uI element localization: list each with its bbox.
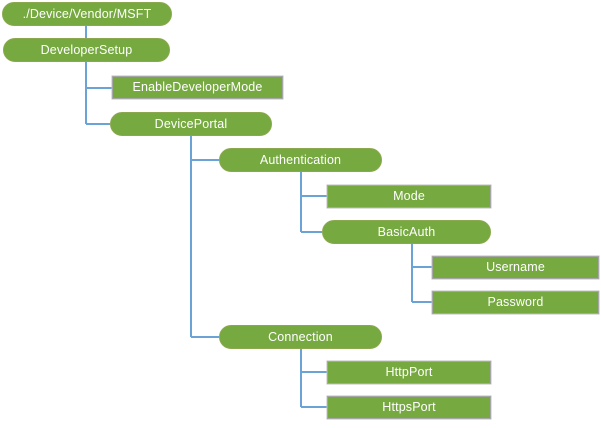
tree-node-httpport[interactable]: HttpPort	[327, 361, 491, 384]
tree-node-label: Username	[486, 260, 545, 275]
tree-node-connection[interactable]: Connection	[219, 325, 382, 349]
tree-node-label: HttpPort	[385, 365, 433, 380]
tree-node-enabledevelopermode[interactable]: EnableDeveloperMode	[112, 76, 283, 99]
tree-node-label: EnableDeveloperMode	[132, 80, 263, 95]
tree-node-password[interactable]: Password	[432, 291, 599, 314]
tree-node-label: DeveloperSetup	[40, 42, 133, 57]
tree-node-label: Password	[487, 295, 544, 310]
tree-node-root[interactable]: ./Device/Vendor/MSFT	[2, 2, 172, 26]
connector-developersetup-to-deviceportal	[85, 62, 110, 125]
tree-node-label: DevicePortal	[154, 116, 228, 131]
tree-node-authentication[interactable]: Authentication	[219, 148, 382, 172]
tree-node-label: Connection	[268, 329, 333, 344]
connector-deviceportal-to-connection	[190, 136, 219, 338]
tree-node-label: BasicAuth	[377, 224, 436, 239]
tree-node-basicauth[interactable]: BasicAuth	[322, 220, 491, 244]
tree-node-deviceportal[interactable]: DevicePortal	[110, 112, 272, 136]
tree-node-httpsport[interactable]: HttpsPort	[327, 396, 491, 419]
tree-node-label: HttpsPort	[382, 400, 436, 415]
tree-node-label: Mode	[393, 189, 425, 204]
tree-node-username[interactable]: Username	[432, 256, 599, 279]
tree-node-label: ./Device/Vendor/MSFT	[22, 6, 152, 21]
tree-node-developersetup[interactable]: DeveloperSetup	[3, 38, 170, 62]
connector-connection-to-httpsport	[300, 349, 327, 408]
connector-basicauth-to-password	[411, 244, 432, 303]
tree-node-mode[interactable]: Mode	[327, 185, 491, 208]
connector-authentication-to-basicauth	[300, 172, 322, 233]
tree-node-label: Authentication	[259, 152, 342, 167]
